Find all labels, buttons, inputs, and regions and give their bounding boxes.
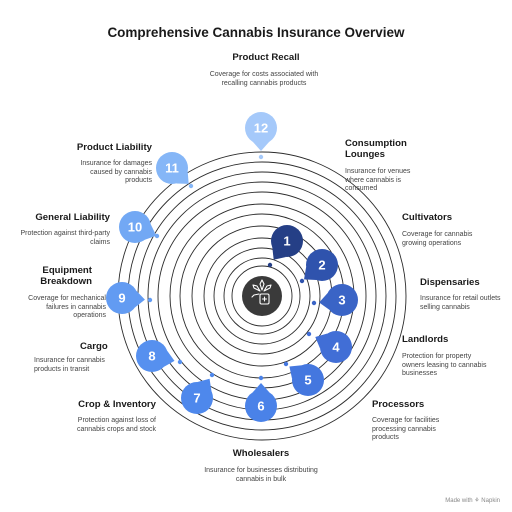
ring-1 bbox=[231, 265, 293, 327]
pointer-dot-6 bbox=[258, 375, 264, 381]
label-wholesalers: Wholesalers bbox=[232, 448, 290, 459]
desc-general-liability: Protection against third-party claims bbox=[20, 230, 111, 246]
desc-wholesalers: Insurance for businesses distributing ca… bbox=[204, 467, 318, 483]
label-cargo: Cargo bbox=[80, 341, 108, 352]
badge-number-8: 8 bbox=[148, 349, 155, 364]
pointer-dot-12 bbox=[258, 154, 264, 160]
badge-5: 5 bbox=[289, 364, 324, 396]
desc-consumption-lounges: Insurance for venues where cannabis is c… bbox=[345, 168, 411, 193]
pointer-dot-9 bbox=[147, 297, 153, 303]
made-with-napkin-footer: Made with ⚘ Napkin bbox=[445, 498, 500, 504]
badge-number-7: 7 bbox=[193, 391, 200, 406]
pointer-dot-7 bbox=[209, 372, 215, 378]
label-equipment-breakdown: Equipment Breakdown bbox=[40, 265, 92, 287]
badge-number-9: 9 bbox=[118, 291, 125, 306]
desc-product-liability: Insurance for damages caused by cannabis… bbox=[80, 160, 152, 185]
badge-9: 9 bbox=[106, 282, 145, 314]
label-dispensaries: Dispensaries bbox=[420, 277, 480, 288]
pointer-dot-1 bbox=[267, 262, 273, 268]
desc-dispensaries: Insurance for retail outlets selling can… bbox=[420, 295, 501, 311]
pointer-dot-11 bbox=[188, 183, 194, 189]
pointer-dot-2 bbox=[299, 278, 305, 284]
label-cultivators: Cultivators bbox=[402, 212, 453, 223]
badge-number-11: 11 bbox=[165, 161, 179, 176]
badge-8: 8 bbox=[136, 340, 175, 372]
badge-number-4: 4 bbox=[332, 340, 340, 355]
badge-number-3: 3 bbox=[338, 293, 345, 308]
desc-product-recall: Coverage for costs associated with recal… bbox=[209, 71, 319, 87]
badge-number-6: 6 bbox=[257, 399, 264, 414]
desc-cargo: Insurance for cannabis products in trans… bbox=[34, 357, 105, 373]
label-landlords: Landlords bbox=[402, 334, 449, 345]
pointer-dot-8 bbox=[177, 359, 183, 365]
badge-11: 11 bbox=[156, 152, 189, 184]
label-crop-inventory: Crop & Inventory bbox=[78, 399, 156, 410]
badge-1: 1 bbox=[271, 225, 303, 260]
badge-3: 3 bbox=[319, 284, 358, 316]
badge-number-1: 1 bbox=[283, 234, 290, 249]
diagram-title: Comprehensive Cannabis Insurance Overvie… bbox=[107, 25, 405, 40]
cannabis-leaf-shield-icon bbox=[251, 279, 272, 305]
center-hub bbox=[242, 276, 282, 316]
badge-number-5: 5 bbox=[304, 373, 311, 388]
badge-number-10: 10 bbox=[128, 220, 142, 235]
desc-crop-inventory: Protection against loss of cannabis crop… bbox=[77, 417, 156, 433]
pointer-dot-4 bbox=[306, 331, 312, 337]
pointer-dot-10 bbox=[154, 233, 160, 239]
desc-processors: Coverage for facilities processing canna… bbox=[372, 417, 440, 442]
badge-4: 4 bbox=[315, 331, 352, 363]
label-product-recall: Product Recall bbox=[232, 52, 300, 63]
ring-2 bbox=[223, 257, 301, 335]
pointer-dot-5 bbox=[283, 361, 289, 367]
badge-number-12: 12 bbox=[254, 121, 268, 136]
pointer-dot-3 bbox=[311, 300, 317, 306]
badge-7: 7 bbox=[181, 378, 213, 414]
desc-equipment-breakdown: Coverage for mechanical failures in cann… bbox=[28, 295, 106, 320]
desc-cultivators: Coverage for cannabis growing operations bbox=[402, 231, 473, 247]
badge-10: 10 bbox=[119, 211, 157, 243]
badge-number-2: 2 bbox=[318, 258, 325, 273]
label-product-liability: Product Liability bbox=[76, 142, 152, 153]
ring-4 bbox=[203, 237, 321, 355]
label-processors: Processors bbox=[372, 399, 425, 410]
label-general-liability: General Liability bbox=[35, 212, 110, 223]
badge-6: 6 bbox=[245, 383, 277, 422]
label-consumption-lounges: Consumption Lounges bbox=[345, 138, 407, 160]
desc-landlords: Protection for property owners leasing t… bbox=[402, 353, 487, 378]
ring-3 bbox=[213, 247, 311, 345]
badge-2: 2 bbox=[304, 249, 338, 281]
center-circle bbox=[242, 276, 282, 316]
badge-12: 12 bbox=[245, 112, 277, 151]
